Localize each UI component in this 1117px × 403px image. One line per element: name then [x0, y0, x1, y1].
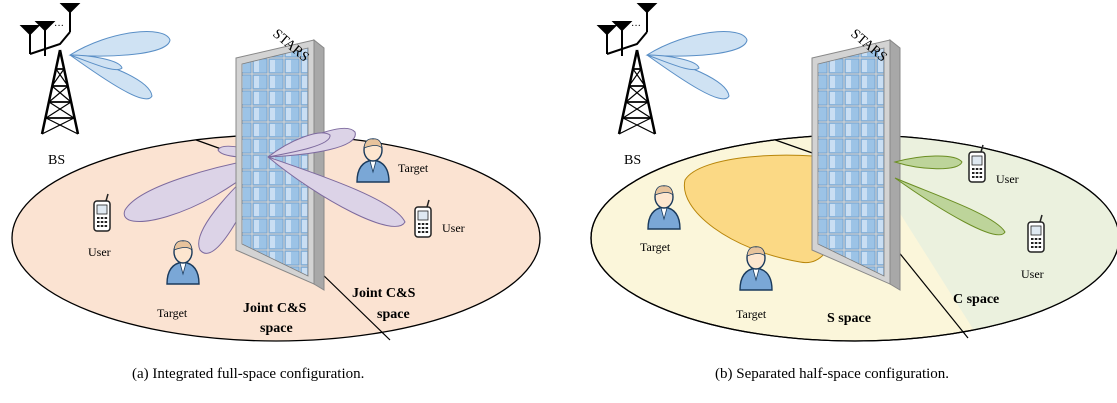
bs-label-a: BS	[48, 153, 65, 168]
panel-a: BS STARS User User Target Target Joint C…	[11, 2, 541, 342]
base-station-a	[20, 2, 80, 136]
region-right-label-a-line1: Joint C&S	[352, 286, 416, 301]
user-left-label-a: User	[88, 245, 111, 259]
c-space-label-b: C space	[953, 292, 999, 307]
target-top-label-a: Target	[398, 161, 429, 175]
beam-to-user-left-a	[123, 156, 270, 222]
comm-beam-bottom-b	[894, 177, 1006, 236]
caption-b: (b) Separated half-space configuration.	[715, 366, 950, 382]
panel-b: BS STARS User User Target Target S space…	[590, 2, 1117, 342]
target-bottom-label-b: Target	[736, 307, 767, 321]
target-bottom-label-a: Target	[157, 306, 188, 320]
region-divider-a-right	[317, 269, 391, 341]
stars-surface-b	[811, 39, 901, 291]
bs-beams-a	[68, 31, 171, 100]
target-left-label-b: Target	[640, 240, 671, 254]
base-station-b	[597, 2, 657, 136]
region-left-label-a-line2: space	[260, 321, 293, 336]
bs-beams-b	[645, 31, 748, 100]
user-bottom-label-b: User	[1021, 267, 1044, 281]
comm-beam-top-b	[893, 155, 963, 170]
region-right-label-a-line2: space	[377, 307, 410, 322]
user-right-label-a: User	[442, 221, 465, 235]
region-left-label-a-line1: Joint C&S	[243, 301, 307, 316]
region-divider-b-right	[892, 244, 969, 339]
beam-to-user-right-a	[267, 156, 406, 227]
caption-a: (a) Integrated full-space configuration.	[132, 366, 365, 382]
bs-label-b: BS	[624, 153, 641, 168]
beam-small-right-a	[267, 132, 331, 158]
user-top-label-b: User	[996, 172, 1019, 186]
s-space-label-b: S space	[827, 311, 871, 326]
